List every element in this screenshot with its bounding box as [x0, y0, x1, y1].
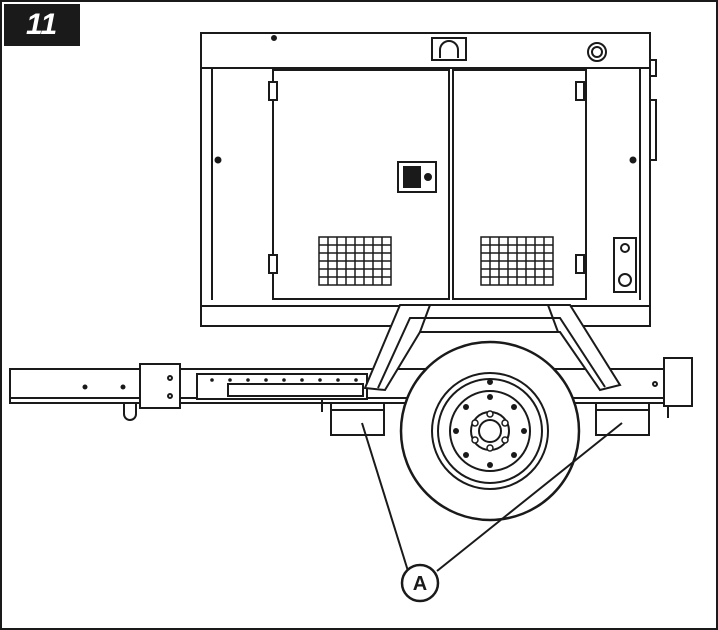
trailer-chassis	[9, 357, 693, 421]
callout-leaders	[361, 422, 623, 572]
door-handle-icon	[397, 161, 437, 193]
left-door-vent	[318, 236, 392, 286]
callout-label-a: A	[413, 573, 427, 595]
ballast-weight-right	[595, 402, 650, 436]
figure-number-badge: 11	[4, 4, 80, 46]
right-door-vent	[480, 236, 554, 286]
wheel-fender	[363, 304, 622, 392]
callout-circle	[400, 563, 440, 603]
ballast-weights	[330, 402, 650, 436]
hook-icon	[123, 404, 137, 421]
frame-bracket	[139, 363, 181, 409]
ballast-weight-left	[330, 402, 385, 436]
trailer-wheel	[399, 340, 581, 522]
fuel-cap	[587, 42, 607, 62]
enclosure-doors	[268, 69, 637, 300]
tail-light	[663, 357, 693, 407]
